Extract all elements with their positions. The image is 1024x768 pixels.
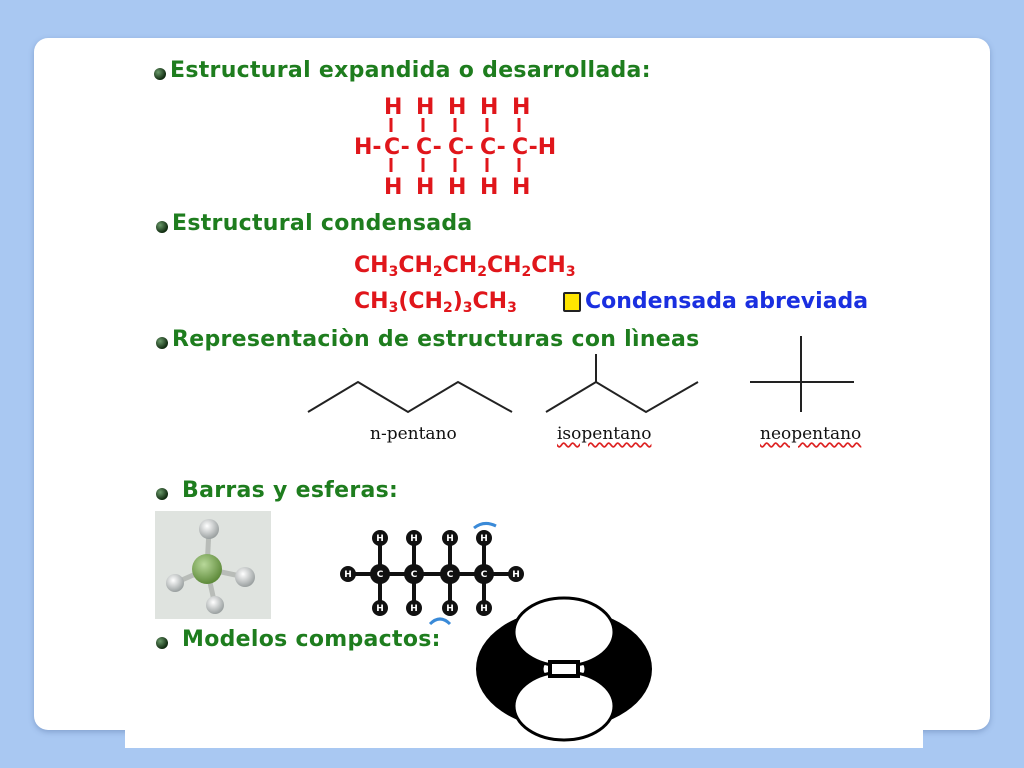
atom-h: H bbox=[480, 95, 498, 120]
atom-c: C- bbox=[416, 135, 442, 160]
svg-text:H: H bbox=[512, 570, 520, 580]
svg-text:H: H bbox=[410, 534, 418, 544]
atom-c: C- bbox=[448, 135, 474, 160]
svg-text:H: H bbox=[446, 604, 454, 614]
n-pentane-label: n-pentano bbox=[370, 424, 457, 444]
heading-compact: Modelos compactos: bbox=[182, 627, 441, 652]
butane-ball-stick-diagram: H H H H H C C C C H H H H H bbox=[340, 521, 524, 626]
arrow-icon bbox=[563, 292, 581, 312]
atom-c: C- bbox=[480, 135, 506, 160]
atom-h: H bbox=[448, 175, 466, 200]
top-hydrogens: H H H H H bbox=[384, 95, 530, 120]
atom-h: H bbox=[480, 175, 498, 200]
isopentane-label: isopentano bbox=[557, 424, 652, 444]
isopentane-skeletal bbox=[545, 354, 699, 414]
space-filling-model bbox=[476, 596, 652, 742]
svg-text:H: H bbox=[376, 534, 384, 544]
atom-h: H bbox=[416, 175, 434, 200]
svg-text:C: C bbox=[447, 570, 454, 580]
abbreviated-label: Condensada abreviada bbox=[585, 289, 869, 314]
bonds bbox=[389, 118, 521, 172]
neopentane-label: neopentano bbox=[760, 424, 862, 444]
bullet-icon bbox=[156, 221, 168, 233]
heading-lines: Representaciòn de estructuras con lìneas bbox=[172, 327, 700, 352]
svg-text:C: C bbox=[411, 570, 418, 580]
heading-condensed: Estructural condensada bbox=[172, 211, 473, 236]
svg-text:H: H bbox=[480, 604, 488, 614]
n-pentane-skeletal bbox=[307, 380, 513, 414]
atom-h: H bbox=[512, 175, 530, 200]
svg-text:H: H bbox=[410, 604, 418, 614]
bullet-icon bbox=[154, 68, 166, 80]
bullet-icon bbox=[156, 637, 168, 649]
abbreviated-formula: CH3(CH2)3CH3 bbox=[354, 289, 517, 316]
svg-text:H: H bbox=[446, 534, 454, 544]
condensed-formula: CH3CH2CH2CH2CH3 bbox=[354, 253, 576, 280]
bottom-hydrogens: H H H H H bbox=[384, 175, 530, 200]
carbon-atom bbox=[192, 554, 222, 584]
atom-h: H bbox=[384, 95, 402, 120]
neopentane-skeletal bbox=[750, 336, 854, 412]
carbon-chain: H- C- C- C- C- C-H bbox=[354, 135, 556, 160]
svg-text:H: H bbox=[344, 570, 352, 580]
hydrogen-atom bbox=[166, 574, 184, 592]
svg-text:H: H bbox=[480, 534, 488, 544]
hydrogen-atom bbox=[235, 567, 255, 587]
bullet-icon bbox=[156, 488, 168, 500]
heading-expanded: Estructural expandida o desarrollada: bbox=[170, 58, 651, 83]
bullet-icon bbox=[156, 337, 168, 349]
methane-ball-stick-image bbox=[155, 511, 271, 619]
atom-c-h-right: C-H bbox=[512, 135, 556, 160]
hydrogen-atom bbox=[199, 519, 219, 539]
atom-h: H bbox=[448, 95, 466, 120]
svg-text:C: C bbox=[377, 570, 384, 580]
atom-h-left: H- bbox=[354, 135, 382, 160]
atom-h: H bbox=[416, 95, 434, 120]
atom-h: H bbox=[384, 175, 402, 200]
expanded-structure: H H H H H H- C- C- C- C- C-H H H H H H bbox=[354, 95, 556, 200]
heading-balls: Barras y esferas: bbox=[182, 478, 399, 503]
svg-text:H: H bbox=[376, 604, 384, 614]
atom-c: C- bbox=[384, 135, 410, 160]
atom-h: H bbox=[512, 95, 530, 120]
hydrogen-atom bbox=[206, 596, 224, 614]
svg-text:C: C bbox=[481, 570, 488, 580]
